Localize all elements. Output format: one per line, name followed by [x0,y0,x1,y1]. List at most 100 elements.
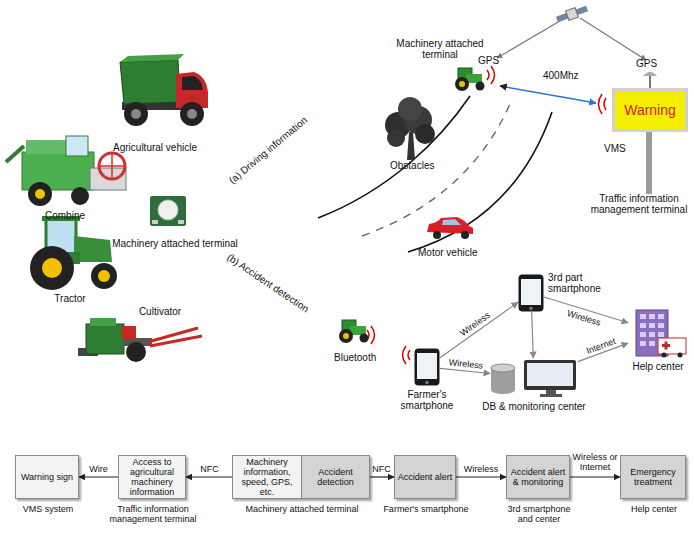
node-caption: Machinery attached terminal [233,504,371,514]
part-label: GPS [636,58,657,69]
motor-vehicle [442,219,461,225]
process-box: Accident detection [301,456,369,498]
database-monitor-icon: DB & monitoring center [490,358,578,398]
road-tractor [459,81,465,87]
agricultural-vehicle [131,109,141,119]
process-box: Machinery information, speed, GPS, etc. [233,456,301,498]
process-box: Warning signVMS system [15,455,79,499]
tree [385,97,435,160]
connector-label: Wireless [464,464,499,474]
building-window [658,314,664,319]
process-box: Access to agricultural machinery informa… [118,455,186,499]
cultivator [90,318,116,326]
phone-outline [518,274,544,312]
help-center-icon: Help center [628,306,688,358]
part-label: Combine [30,210,100,221]
part-label: Machinery attached terminal [110,238,240,249]
node-caption: DB & monitoring center [470,401,598,412]
part-label: Cultivator [125,306,195,317]
phone-body [519,275,544,312]
radio-waves [599,94,603,114]
monitor-stand [546,390,556,394]
building-window [640,323,646,328]
tractor [91,263,117,289]
ambulance-wheel [678,353,683,358]
part-label: Obstacles [390,160,434,171]
combine [6,136,126,206]
radio-waves [371,326,375,344]
road [362,104,510,236]
connector-arrow [440,302,518,358]
satellite [580,18,646,60]
vms-pole [643,72,657,76]
tractor [30,246,74,290]
node-text: Accident detection [304,467,367,487]
combine [99,153,125,179]
connector-label: Wireless [566,308,602,328]
node-caption: 3rd part smartphone [548,272,610,294]
flow-label: (a) Driving information [227,114,309,186]
small-tractor [360,334,369,343]
connector-label: NFC [372,464,391,474]
agricultural-vehicle [182,76,203,90]
database [491,386,515,394]
ambulance [658,338,686,354]
phone-button [529,307,533,311]
phone-button [425,381,429,385]
connector-arrow [79,476,118,477]
connector-arrow [532,312,534,358]
cultivator [86,324,124,354]
part-label: Bluetooth [334,352,376,363]
small-tractor [339,320,369,343]
part-label: VMS [604,143,626,154]
cultivator [148,328,202,346]
building-window [640,314,646,319]
building-window [640,332,646,337]
building-window [658,323,664,328]
help-outline [628,306,688,358]
combine [22,152,94,190]
agricultural-vehicle [187,109,197,119]
agricultural-vehicle [120,54,208,126]
agricultural-vehicle [180,102,204,126]
motor-vehicle [427,217,473,239]
node-caption: Help center [613,504,694,514]
process-box: Accident alert & monitoring3rd smartphon… [506,455,570,499]
motor-vehicle [461,231,469,239]
smartphone-icon: 3rd part smartphone [518,274,544,312]
database [491,364,515,372]
monitor [524,360,576,390]
connector-label: Wire [89,464,108,474]
monitor-screen [527,363,573,386]
ambulance-wheel [662,353,667,358]
part-label: Tractor [35,293,105,304]
node-text: Warning sign [19,472,75,482]
combine [99,153,125,179]
road-tractor [455,77,469,91]
motor-vehicle [433,231,441,239]
part-label: Motor vehicle [418,247,477,258]
radio-waves [403,346,407,364]
db-outline [490,358,578,398]
road-tractor [455,68,485,91]
node-caption: VMS system [3,504,93,514]
flow-label: (b) Accident detection [225,252,311,315]
radio-link-arrow [500,86,596,103]
node-caption: Help center [618,361,694,372]
tree [415,124,435,144]
sensor-board [150,196,186,226]
combine [26,140,66,154]
tractor [98,270,110,282]
cultivator [78,318,202,362]
building-window [649,341,655,346]
combine [66,136,88,156]
part-label: Machinery attached terminal [396,38,484,60]
sensor-board [158,200,178,220]
node-text: Accident alert & monitoring [507,467,569,487]
cultivator [122,326,136,340]
part-label: Agricultural vehicle [100,142,210,153]
vms-pole [646,132,652,194]
connector-label: Wireless or Internet [572,452,618,472]
connector-arrow [570,476,620,477]
monitor-stand [540,394,562,397]
